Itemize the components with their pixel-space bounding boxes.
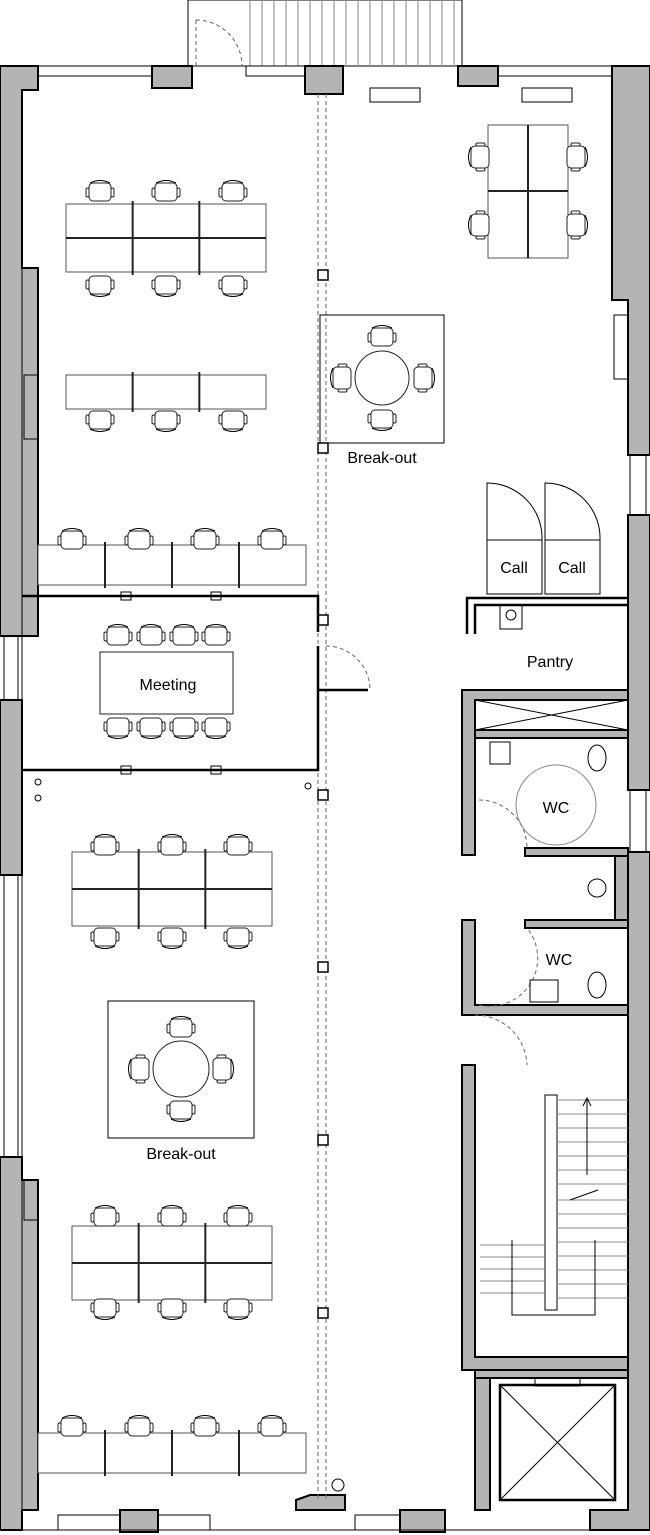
- chair: [223, 927, 253, 949]
- chair: [367, 409, 397, 431]
- chair: [151, 180, 181, 202]
- chair: [157, 1298, 187, 1320]
- breakout-table-top: [354, 350, 410, 406]
- label-call-1: Call: [500, 560, 528, 577]
- column: [317, 614, 329, 626]
- label-meeting: Meeting: [140, 677, 197, 694]
- chair: [257, 528, 287, 550]
- column: [317, 1134, 329, 1146]
- chair: [85, 410, 115, 432]
- breakout-area-bottom: [107, 1000, 255, 1139]
- desk-cluster: [37, 1430, 307, 1476]
- chair: [136, 624, 166, 646]
- chair: [330, 363, 352, 393]
- label-pantry: Pantry: [527, 654, 573, 671]
- chair: [190, 1415, 220, 1437]
- chair: [223, 1298, 253, 1320]
- meeting-table: [99, 651, 234, 715]
- stairwell: [480, 1094, 628, 1316]
- breakout-area-top: [319, 314, 445, 444]
- chair: [218, 275, 248, 297]
- chair: [166, 1100, 196, 1122]
- core-walls: [461, 689, 629, 1371]
- chair: [90, 1298, 120, 1320]
- chair: [223, 834, 253, 856]
- column: [317, 269, 329, 281]
- column: [317, 789, 329, 801]
- wc-turning-circle: [515, 764, 597, 846]
- chair: [57, 1415, 87, 1437]
- chair: [218, 410, 248, 432]
- chair: [157, 927, 187, 949]
- chair: [566, 142, 588, 172]
- chair: [103, 624, 133, 646]
- chair: [90, 927, 120, 949]
- chair: [157, 834, 187, 856]
- chair: [151, 410, 181, 432]
- chair: [169, 624, 199, 646]
- label-breakout-bottom: Break-out: [146, 1146, 216, 1163]
- chair: [166, 1016, 196, 1038]
- chair: [468, 210, 490, 240]
- chair: [169, 717, 199, 739]
- label-breakout-top: Break-out: [347, 450, 417, 467]
- chair: [151, 275, 181, 297]
- desk-cluster: [71, 1223, 273, 1303]
- chair: [367, 325, 397, 347]
- label-wc-2: WC: [546, 952, 573, 969]
- chair: [413, 363, 435, 393]
- chair: [57, 528, 87, 550]
- label-wc-1: WC: [543, 800, 570, 817]
- exterior-walls: [0, 65, 650, 1533]
- breakout-table-bottom: [152, 1040, 210, 1098]
- chair: [128, 1054, 150, 1084]
- chair: [566, 210, 588, 240]
- chair: [212, 1054, 234, 1084]
- entry-stair: [187, 0, 463, 67]
- chair: [201, 717, 231, 739]
- desk-cluster: [487, 124, 569, 259]
- chair: [218, 180, 248, 202]
- column: [317, 961, 329, 973]
- chair: [90, 1205, 120, 1227]
- chair: [157, 1205, 187, 1227]
- chair: [468, 142, 490, 172]
- desk-cluster: [65, 201, 267, 275]
- desk-cluster: [71, 849, 273, 929]
- elevator: [474, 1369, 629, 1511]
- column: [317, 1307, 329, 1319]
- chair: [136, 717, 166, 739]
- structure-line: [120, 94, 345, 1500]
- chair: [124, 1415, 154, 1437]
- chair: [201, 624, 231, 646]
- desk-cluster: [37, 542, 307, 588]
- call-booths: [486, 482, 601, 595]
- meeting-room-walls: [22, 594, 371, 802]
- pantry-counter: [465, 596, 628, 634]
- chair: [85, 275, 115, 297]
- chair: [85, 180, 115, 202]
- column: [317, 442, 329, 454]
- chair: [103, 717, 133, 739]
- chair: [257, 1415, 287, 1437]
- chair: [90, 834, 120, 856]
- label-call-2: Call: [558, 560, 586, 577]
- up-arrow: [582, 1096, 592, 1175]
- up-arrow: [569, 1189, 599, 1201]
- chair: [124, 528, 154, 550]
- desk-cluster: [65, 372, 267, 412]
- chair: [223, 1205, 253, 1227]
- chair: [190, 528, 220, 550]
